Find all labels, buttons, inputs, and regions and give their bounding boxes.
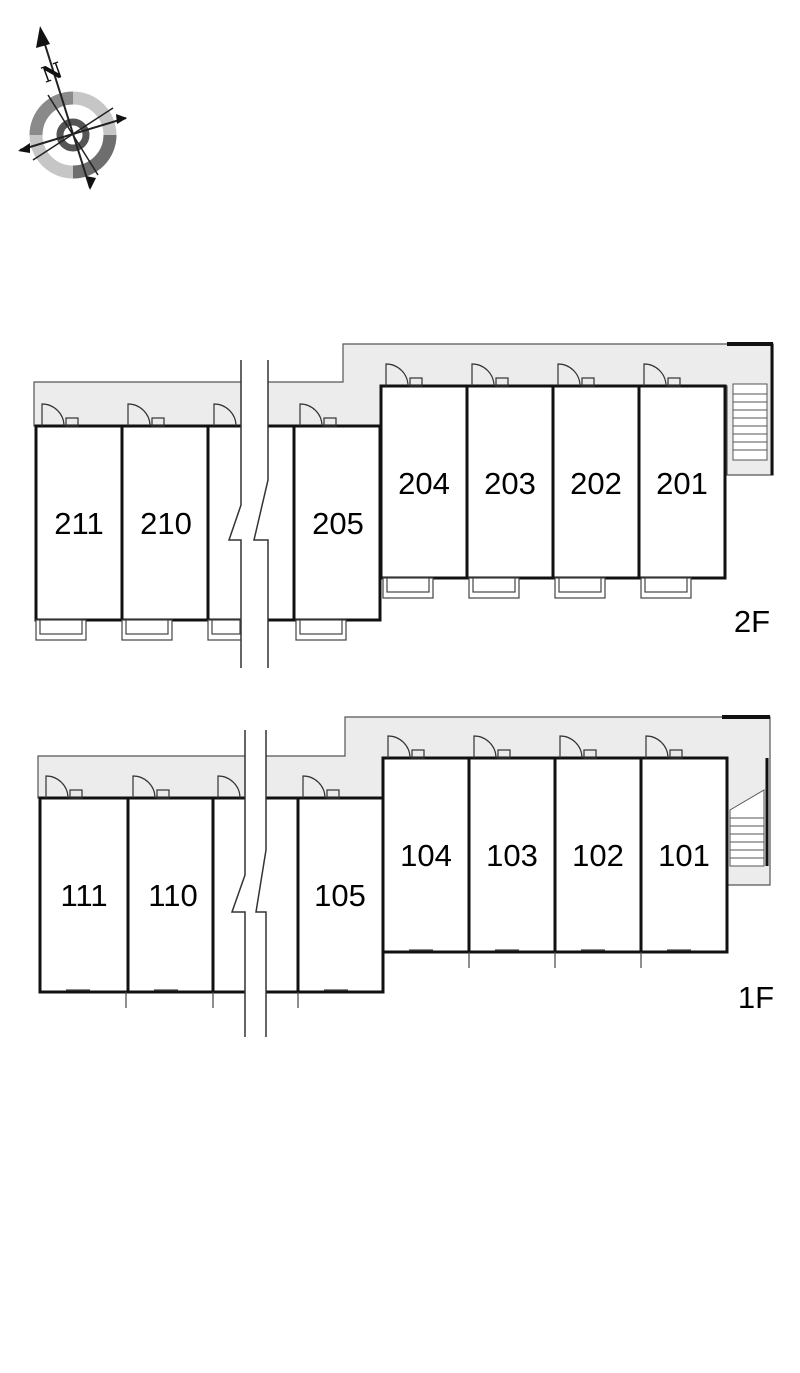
- unit-label-110: 110: [148, 878, 197, 913]
- unit-label-210: 210: [140, 506, 192, 541]
- unit-211: [34, 424, 124, 622]
- door-icon: [41, 363, 681, 427]
- door-icon: [45, 735, 683, 799]
- unit-101: [639, 756, 729, 954]
- unit-label-111: 111: [60, 878, 107, 913]
- unit-label-102: 102: [572, 838, 624, 873]
- window-marks-1f: [66, 949, 691, 1008]
- staircase-2f: [727, 342, 774, 475]
- compass-rose-icon: N: [18, 26, 127, 190]
- floor-1f: 111 110 105 104 103 102 101 1F: [37, 715, 774, 1037]
- unit-label-202: 202: [570, 466, 622, 501]
- unit-label-101: 101: [658, 838, 710, 873]
- unit-label-211: 211: [54, 506, 103, 541]
- floor-2f: 211 210 205 204 203 202 201 2F: [33, 342, 774, 668]
- unit-label-201: 201: [656, 466, 708, 501]
- unit-105: [296, 796, 385, 994]
- unit-111: [38, 796, 130, 994]
- unit-104: [381, 756, 471, 954]
- balcony-2f: [35, 577, 692, 641]
- unit-label-203: 203: [484, 466, 536, 501]
- unit-label-104: 104: [400, 838, 452, 873]
- floor-label-1f: 1F: [738, 980, 774, 1015]
- unit-label-103: 103: [486, 838, 538, 873]
- unit-label-204: 204: [398, 466, 450, 501]
- unit-201: [637, 384, 727, 580]
- unit-label-205: 205: [312, 506, 364, 541]
- compass-north-label: N: [38, 57, 66, 88]
- staircase-1f: [722, 715, 770, 867]
- floor-label-2f: 2F: [734, 604, 770, 639]
- break-mark-2f: [227, 360, 269, 668]
- break-mark-1f: [230, 730, 267, 1037]
- unit-label-105: 105: [314, 878, 366, 913]
- unit-210: [120, 424, 210, 622]
- unit-102: [553, 756, 643, 954]
- unit-202: [551, 384, 641, 580]
